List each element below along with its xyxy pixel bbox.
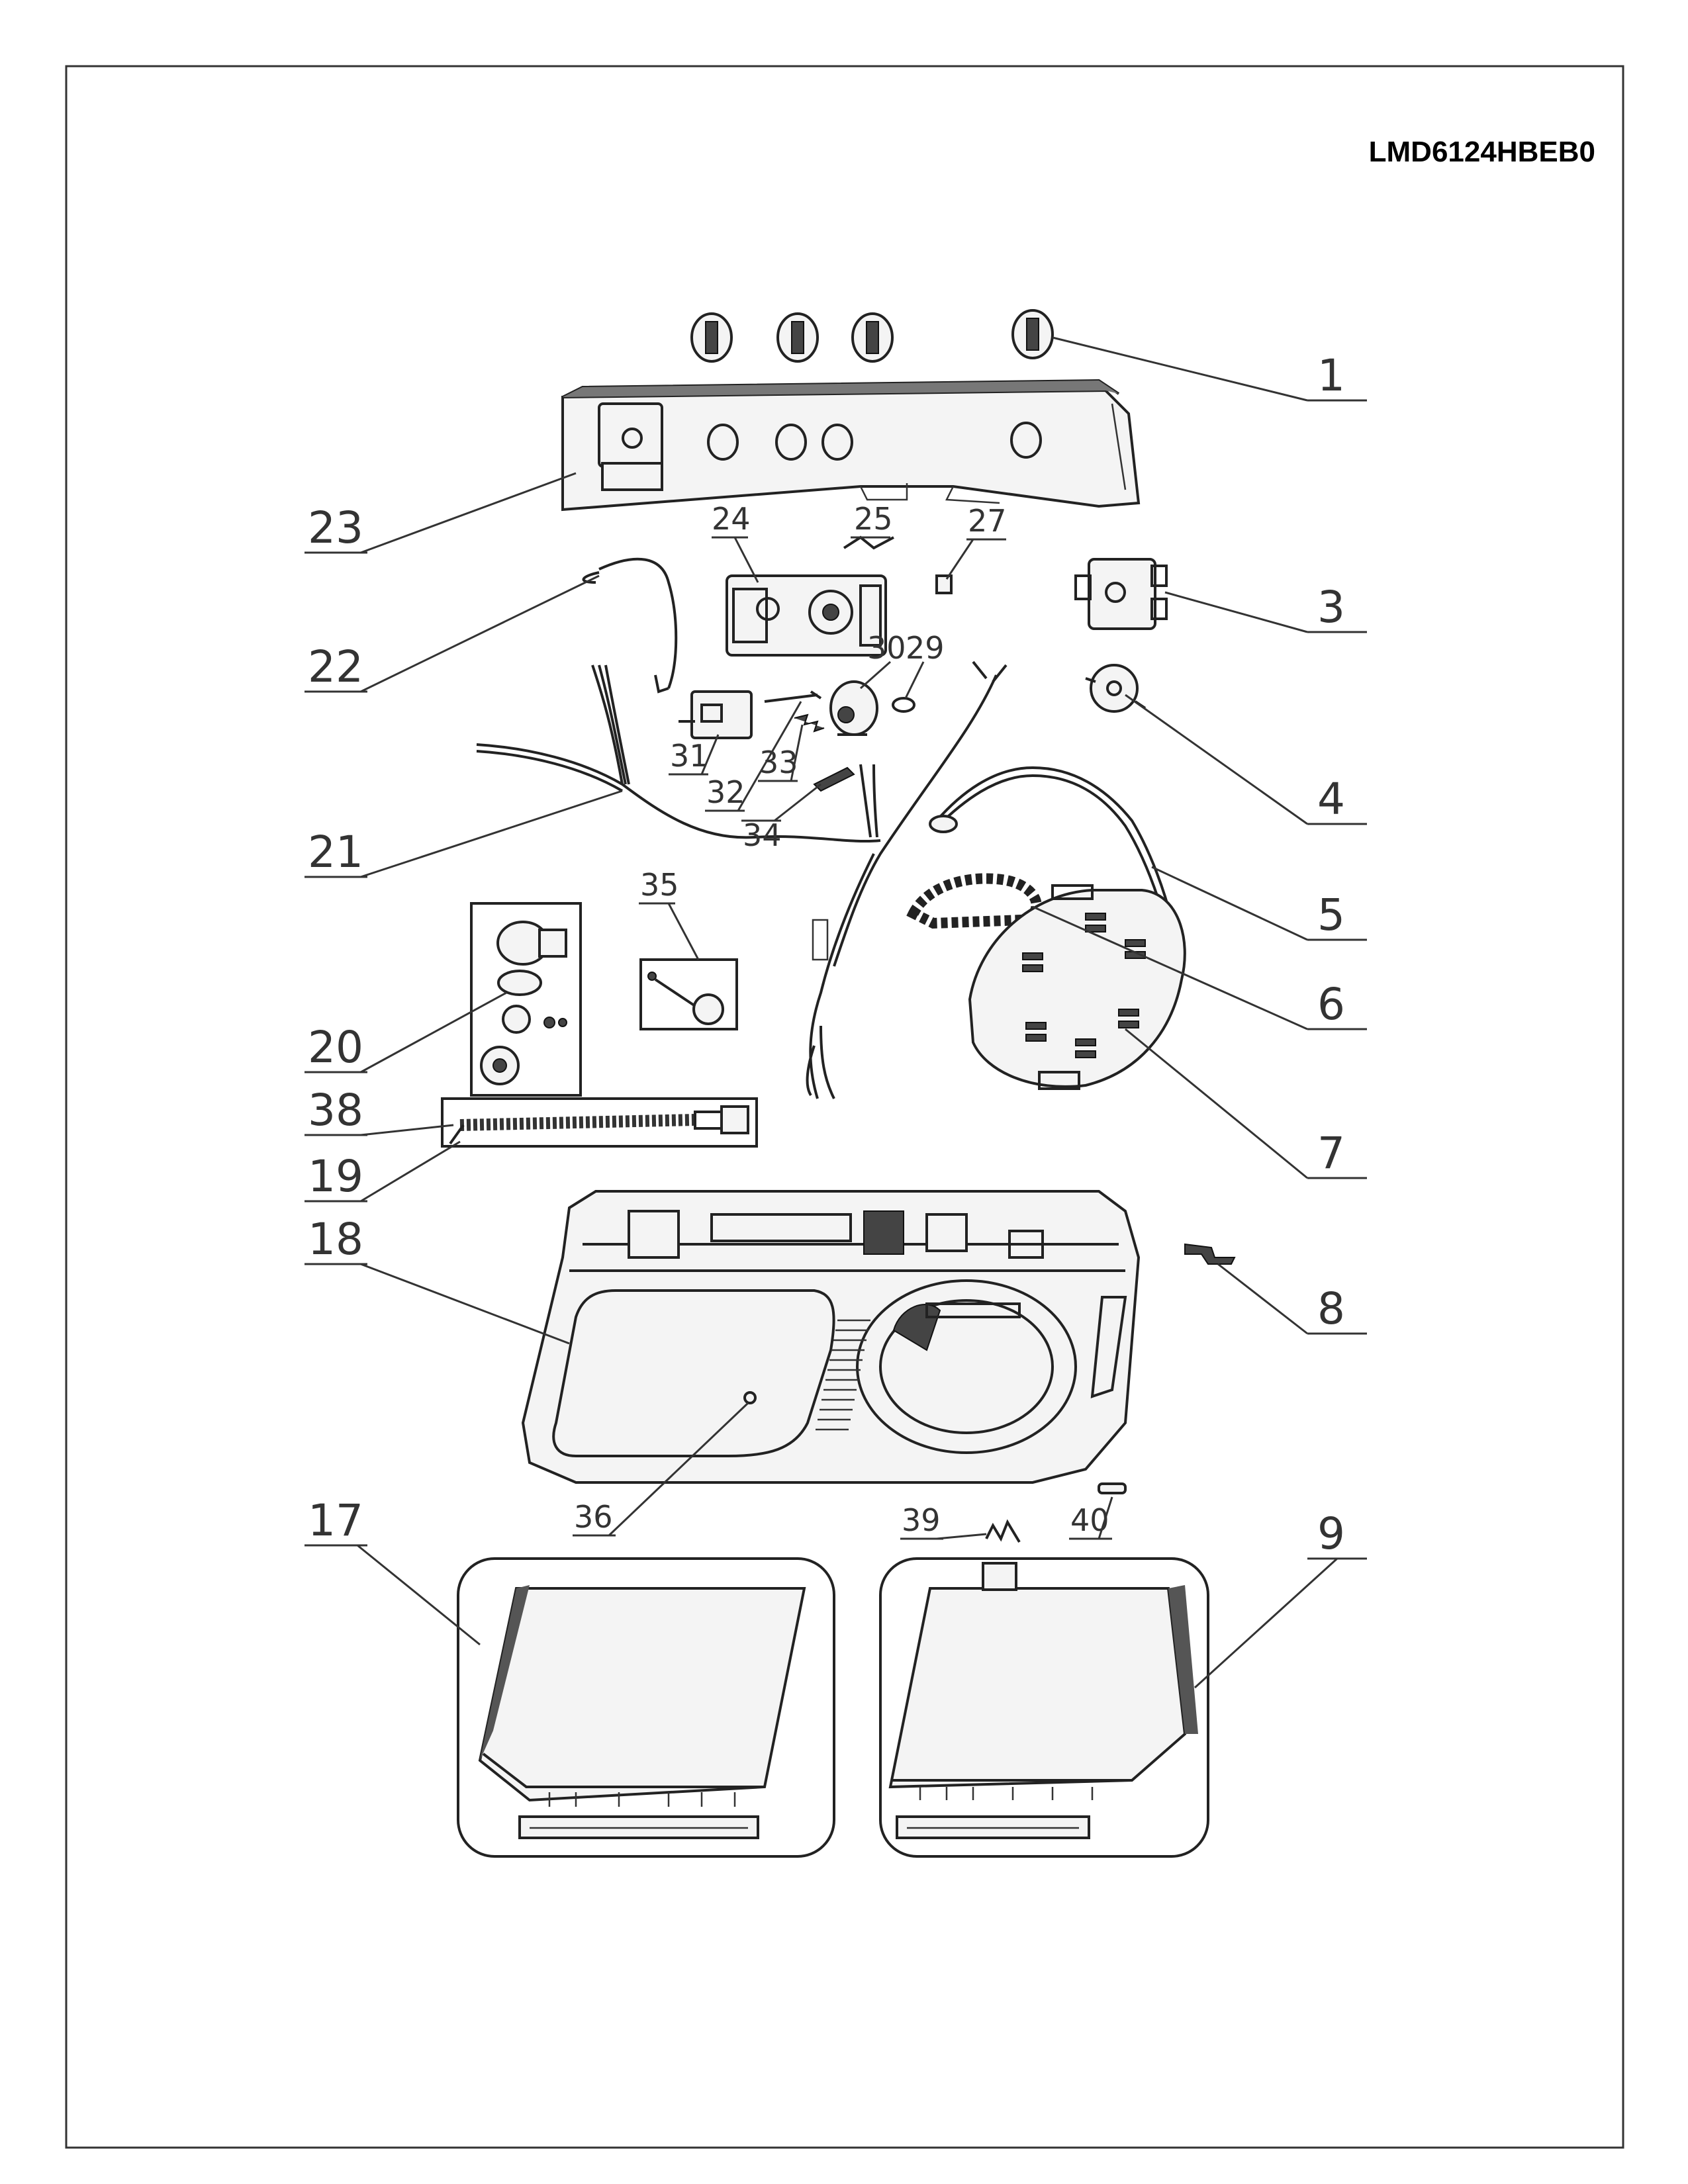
control-panel-part-23 xyxy=(561,379,1141,512)
callout-1: 1 xyxy=(1317,350,1345,401)
callout-20: 20 xyxy=(308,1022,363,1073)
callout-33: 33 xyxy=(759,745,798,780)
callout-39: 39 xyxy=(902,1502,941,1538)
callout-25: 25 xyxy=(854,501,893,537)
callout-5: 5 xyxy=(1317,889,1345,940)
part-8-latch xyxy=(1184,1243,1236,1265)
callout-22: 22 xyxy=(308,641,363,692)
callout-21: 21 xyxy=(308,827,363,878)
callout-8: 8 xyxy=(1317,1283,1345,1334)
drain-hose-part-19 xyxy=(441,1097,758,1148)
timer-housing-part-24 xyxy=(726,574,887,657)
spring-part-33 xyxy=(794,713,825,733)
callout-36: 36 xyxy=(574,1499,613,1535)
part-35-box xyxy=(639,958,738,1030)
knob-part-1 xyxy=(690,309,1054,363)
spin-lid-part-9 xyxy=(879,1557,1209,1858)
callout-4: 4 xyxy=(1317,774,1345,825)
wire-harness-part-21 xyxy=(476,660,1008,1099)
belt-part-6 xyxy=(906,873,1042,929)
callout-29: 29 xyxy=(906,630,945,666)
shaft-part-32 xyxy=(764,690,822,703)
callout-31: 31 xyxy=(670,738,709,774)
knob-part-30 xyxy=(829,680,878,736)
callout-32: 32 xyxy=(706,774,745,810)
callout-19: 19 xyxy=(308,1151,363,1202)
callouts: 1 3 4 5 6 7 8 9 23 22 21 20 xyxy=(305,336,1367,1689)
switch-part-3 xyxy=(1074,558,1168,630)
callout-7: 7 xyxy=(1317,1128,1345,1179)
hose-part-5 xyxy=(929,766,1173,922)
clip-part-34 xyxy=(813,766,855,792)
part-31-block xyxy=(679,690,753,739)
capacitor-part-4 xyxy=(1085,664,1147,713)
part-20-box xyxy=(470,902,582,1097)
top-cover-part-18 xyxy=(521,1190,1141,1484)
callout-3: 3 xyxy=(1317,582,1345,633)
callout-34: 34 xyxy=(743,817,782,853)
callout-35: 35 xyxy=(640,867,679,903)
callout-40: 40 xyxy=(1070,1502,1109,1538)
callout-17: 17 xyxy=(308,1495,363,1546)
wire-part-22 xyxy=(582,557,678,694)
callout-24: 24 xyxy=(712,501,751,537)
callout-38: 38 xyxy=(308,1085,363,1136)
spring-part-25 xyxy=(843,535,894,550)
callout-23: 23 xyxy=(308,502,363,553)
washer-part-29 xyxy=(892,697,915,713)
spring-part-39 xyxy=(985,1519,1021,1543)
callout-9: 9 xyxy=(1317,1508,1345,1559)
callout-30: 30 xyxy=(867,630,906,666)
callout-27: 27 xyxy=(968,503,1007,539)
wash-lid-part-17 xyxy=(457,1557,835,1858)
pin-part-40 xyxy=(1098,1482,1127,1494)
model-number: LMD6124HBEB0 xyxy=(1368,136,1595,168)
callout-18: 18 xyxy=(308,1214,363,1265)
nut-part-27 xyxy=(935,574,953,594)
callout-6: 6 xyxy=(1317,979,1345,1030)
lid-part-7 xyxy=(968,884,1186,1090)
page-frame xyxy=(65,65,1624,2149)
